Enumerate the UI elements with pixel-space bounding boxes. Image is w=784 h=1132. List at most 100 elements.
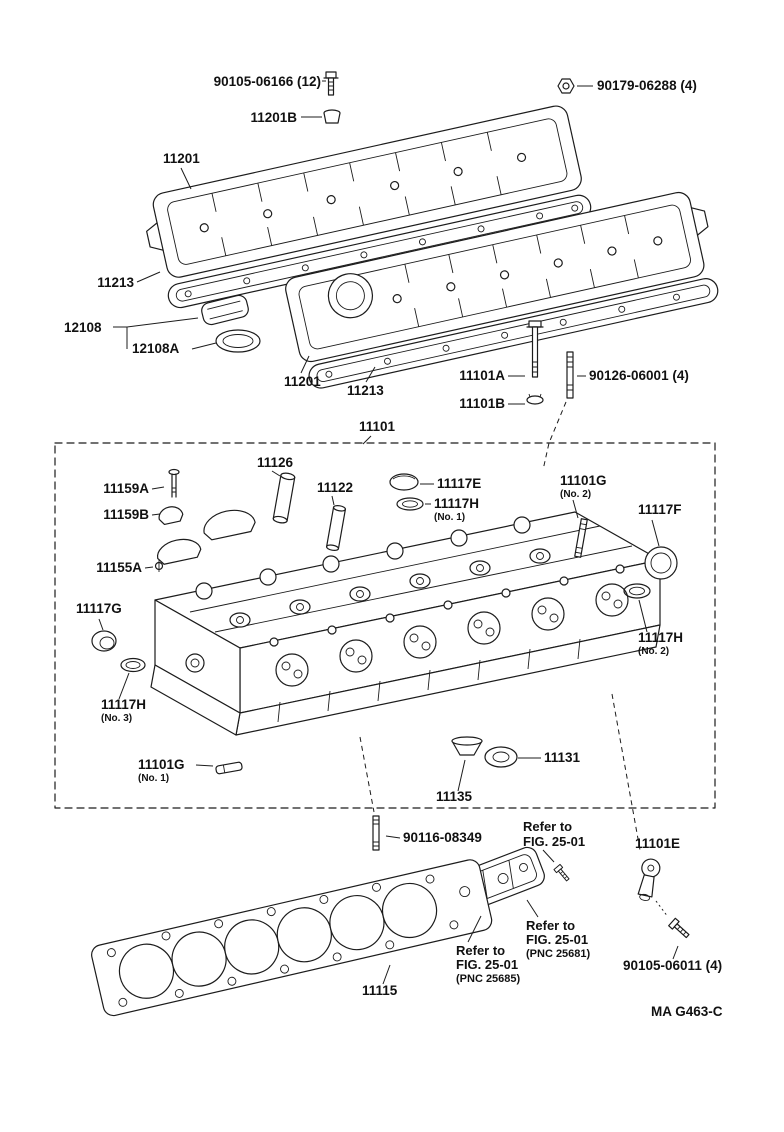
pin-11101G-no1-drawing <box>215 761 243 775</box>
plug-11117G-drawing <box>91 630 117 652</box>
label-90116-08349: 90116-08349 <box>403 830 482 845</box>
valve-guide-11122-drawing <box>326 505 346 551</box>
leader-11115 <box>382 964 391 985</box>
gasket-11117H-no3-drawing <box>120 657 146 673</box>
stud-11155A-drawing <box>154 560 164 572</box>
leader-11126 <box>271 470 281 477</box>
plug-11117E-drawing <box>389 473 419 491</box>
leader-11201-rear <box>300 355 310 374</box>
leader-11101 <box>362 435 372 445</box>
label-12108: 12108 <box>64 320 102 335</box>
leader-11213-front <box>136 271 161 283</box>
label-11117H-no1-note: (No. 1) <box>434 512 465 523</box>
head-bolt-11101A-drawing <box>526 320 544 378</box>
leader-refer-right <box>526 899 539 918</box>
stud-90116-drawing <box>372 815 380 851</box>
figure-code: MA G463-C <box>651 1004 723 1019</box>
stud-11101G-no2-drawing <box>574 518 588 558</box>
label-11201-front: 11201 <box>163 151 200 166</box>
reference-note-left: Refer to FIG. 25-01 (PNC 25685) <box>456 943 521 985</box>
bearing-cap-small-drawing <box>156 538 202 565</box>
label-11201B: 11201B <box>250 110 297 125</box>
leader-lines <box>98 80 679 985</box>
label-11117E: 11117E <box>437 476 481 491</box>
valve-guide-11126-drawing <box>272 472 296 524</box>
seal-11131-drawing <box>484 746 518 768</box>
leader-refer-top <box>542 849 555 863</box>
leader-11213-rear <box>365 366 376 383</box>
label-11117H-no3-note: (No. 3) <box>101 713 132 724</box>
cylinder-head-assembly-box <box>54 442 716 809</box>
leader-12108A <box>191 342 217 350</box>
label-11101: 11101 <box>359 419 396 434</box>
leader-11155A <box>144 566 154 569</box>
bearing-cap-drawing <box>203 509 256 541</box>
label-11101G-no2: 11101G <box>560 473 607 488</box>
label-11101G-no1: 11101G <box>138 757 185 772</box>
stud-90126-drawing <box>566 351 574 399</box>
dashed-leader-11101E <box>611 693 641 851</box>
label-90105-06011: 90105-06011 (4) <box>623 958 722 973</box>
valve-cover-gasket-rear-drawing <box>308 278 719 389</box>
dotted-leader-90105-06011 <box>655 900 669 918</box>
label-90179-06288: 90179-06288 (4) <box>597 78 697 93</box>
refer-left-line2: FIG. 25-01 <box>456 957 518 972</box>
leader-11201-front <box>180 167 192 190</box>
refer-left-line3: (PNC 25685) <box>456 973 521 985</box>
plug-11117F-drawing <box>644 546 678 580</box>
valve-cover-front-drawing <box>146 105 582 278</box>
label-11101G-no2-note: (No. 2) <box>560 489 591 500</box>
label-11155A: 11155A <box>96 560 142 575</box>
bolt-icon <box>323 71 339 96</box>
dashed-leader-90126 <box>542 401 567 471</box>
label-11117H-no1: 11117H <box>434 496 479 511</box>
label-11131: 11131 <box>544 750 581 765</box>
label-11213-rear: 11213 <box>347 383 384 398</box>
leader-11135 <box>457 759 466 792</box>
label-11159B: 11159B <box>103 507 149 522</box>
leader-90105-06011 <box>672 945 679 960</box>
label-11117G: 11117G <box>76 601 122 616</box>
label-11117H-no3: 11117H <box>101 697 146 712</box>
reference-note-right: Refer to FIG. 25-01 (PNC 25681) <box>526 918 591 960</box>
label-90105-06166: 90105-06166 (12) <box>214 74 321 89</box>
washer-11135-drawing <box>451 736 483 756</box>
grommet-icon <box>323 109 341 124</box>
label-12108A: 12108A <box>132 341 180 356</box>
seal-11159B-drawing <box>158 506 184 526</box>
leader-11159A <box>151 486 165 490</box>
bolt-90105-06011-drawing <box>668 917 690 939</box>
label-11122: 11122 <box>317 480 353 495</box>
head-nut-11101B-drawing <box>526 393 544 405</box>
leader-90116 <box>385 835 401 839</box>
label-11213-front: 11213 <box>97 275 134 290</box>
label-11117H-no2-note: (No. 2) <box>638 646 669 657</box>
leader-11117G <box>98 618 104 631</box>
leader-11117H-no2 <box>638 599 648 633</box>
refer-right-line3: (PNC 25681) <box>526 948 591 960</box>
cylinder-head-drawing <box>150 511 661 736</box>
valve-cover-rear-drawing <box>285 191 709 363</box>
gasket-11117H-no2-drawing <box>623 583 651 599</box>
leader-11122 <box>331 495 335 506</box>
small-bolt-icon <box>553 863 570 882</box>
label-11101E: 11101E <box>635 836 680 851</box>
label-11115: 11115 <box>362 983 398 998</box>
dashed-leader-90116 <box>359 736 375 813</box>
oil-filler-cap-gasket-drawing <box>215 329 261 353</box>
leader-11117F <box>651 519 660 547</box>
leader-refer-left <box>467 915 482 943</box>
label-11101G-no1-note: (No. 1) <box>138 773 169 784</box>
label-90126-06001: 90126-06001 (4) <box>589 368 689 383</box>
oil-filler-cap-drawing <box>201 294 249 326</box>
head-gasket-11115-drawing <box>91 859 493 1017</box>
leader-11101G-no2 <box>572 499 579 519</box>
label-11101A: 11101A <box>459 368 505 383</box>
leader-11101G-no1 <box>195 764 214 767</box>
label-11159A: 11159A <box>103 481 149 496</box>
bolt-11159A-drawing <box>168 468 180 498</box>
label-11126: 11126 <box>257 455 294 470</box>
refer-right-line1: Refer to <box>526 918 575 933</box>
